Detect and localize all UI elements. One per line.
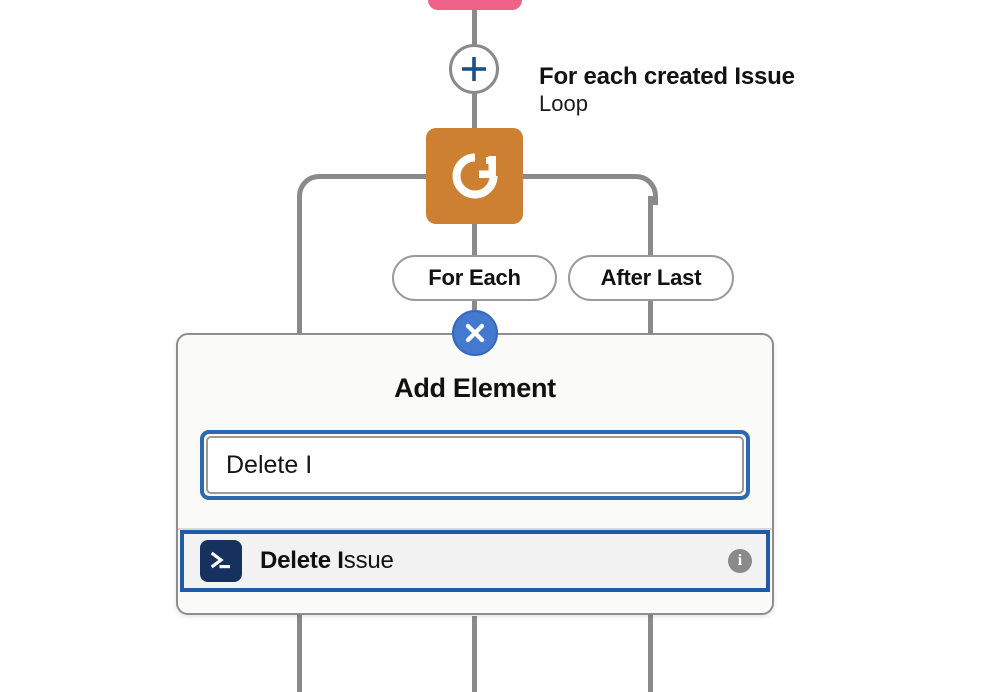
search-focus-ring (200, 430, 750, 500)
branch-pill-after-last[interactable]: After Last (568, 255, 734, 301)
panel-footer (178, 592, 772, 604)
search-result-match-text: Delete I (260, 547, 344, 574)
edge-loop-bus-left (320, 174, 430, 179)
branch-pill-for-each-label: For Each (428, 265, 521, 290)
add-step-button[interactable] (449, 44, 499, 94)
edge-elbow-right (627, 174, 658, 205)
edge-loop-to-foreach (472, 222, 477, 258)
panel-header: Add Element (178, 335, 772, 404)
branch-pill-after-last-label: After Last (600, 265, 702, 290)
loop-refresh-icon (444, 145, 506, 207)
search-area (178, 404, 772, 528)
edge-rail-to-afterlast (648, 222, 653, 258)
terminal-prompt-icon (200, 540, 242, 582)
edge-elbow-left (297, 174, 328, 205)
info-icon[interactable]: i (728, 549, 752, 573)
loop-node[interactable] (426, 128, 523, 224)
edge-prev-to-plus (472, 8, 477, 52)
loop-node-title: For each created Issue (539, 63, 795, 90)
search-result-rest-text: ssue (343, 547, 394, 574)
close-x-icon (462, 320, 488, 346)
edge-center-rail-bottom (472, 616, 477, 692)
branch-pill-for-each[interactable]: For Each (392, 255, 557, 301)
panel-divider (178, 528, 772, 530)
panel-title: Add Element (394, 373, 556, 403)
loop-node-caption: For each created Issue Loop (539, 63, 795, 117)
add-element-panel: Add Element Delete Issue i (176, 333, 774, 615)
loop-node-subtitle: Loop (539, 91, 588, 117)
previous-step-node[interactable] (428, 0, 522, 10)
plus-icon (459, 54, 489, 84)
edge-loop-bus-right (520, 174, 630, 179)
search-result-row-delete-issue[interactable]: Delete Issue i (180, 530, 770, 592)
search-result-label: Delete Issue (260, 547, 728, 575)
close-panel-button[interactable] (452, 310, 498, 356)
search-results-list: Delete Issue i (178, 530, 772, 592)
element-search-input[interactable] (206, 436, 744, 494)
edge-plus-to-loop (472, 88, 477, 131)
